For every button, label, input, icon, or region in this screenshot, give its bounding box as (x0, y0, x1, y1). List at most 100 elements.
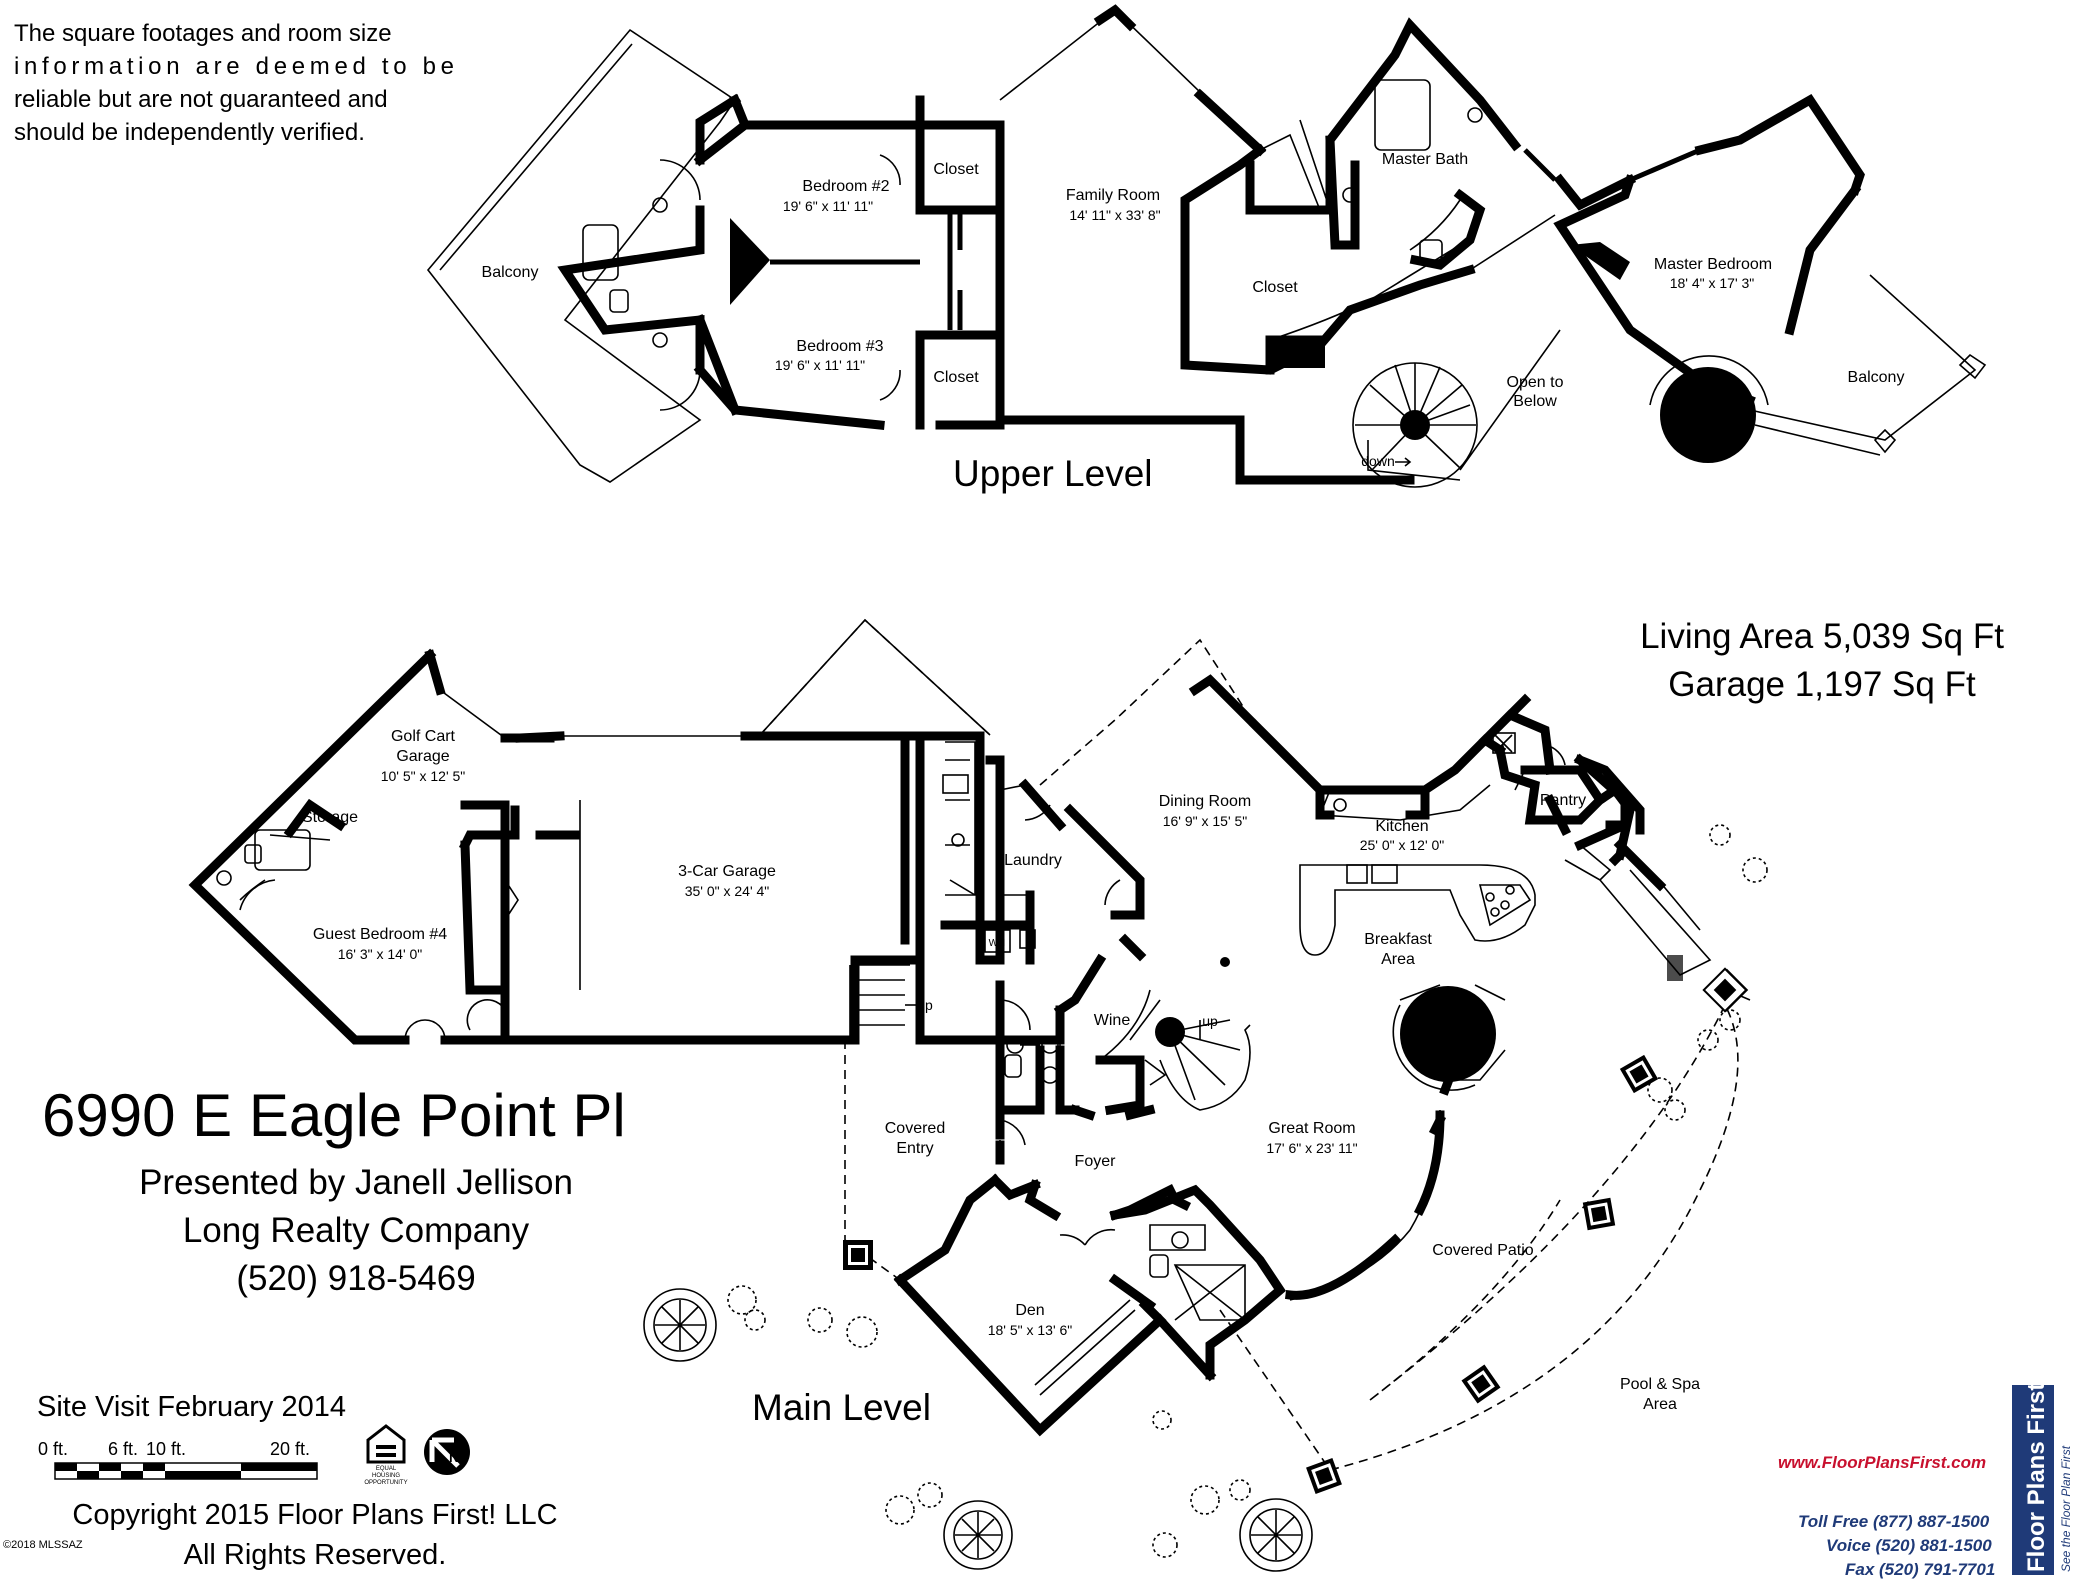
master-bedroom-round-column (1660, 367, 1756, 463)
equal-housing-text: OPPORTUNITY (364, 1480, 407, 1486)
room-label-pool-spa-area: Area (1643, 1396, 1677, 1413)
disclaimer-line: should be independently verified. (14, 119, 365, 146)
disclaimer-line: information are deemed to be (14, 53, 454, 80)
site-visit-date: Site Visit February 2014 (37, 1391, 346, 1423)
room-dims-3-car-garage: 35' 0" x 24' 4" (685, 883, 770, 899)
room-label-golf-cart-garage: Garage (396, 748, 449, 765)
room-label-master-bath: Master Bath (1382, 151, 1468, 168)
room-label-covered-entry: Entry (896, 1140, 933, 1157)
equal-housing-text: EQUAL (376, 1466, 397, 1472)
room-dims-family-room: 14' 11" x 33' 8" (1069, 207, 1160, 223)
room-label-closet: Closet (1252, 279, 1298, 296)
upper-balcony-left (426, 28, 737, 483)
property-address: 6990 E Eagle Point Pl (42, 1082, 626, 1149)
garage-walls (850, 731, 1005, 1045)
spiral-stair-upper (1352, 362, 1478, 488)
room-label-breakfast-area: Breakfast (1364, 931, 1432, 948)
room-label-master-bedroom: Master Bedroom (1654, 256, 1772, 273)
room-label-balcony: Balcony (482, 264, 539, 281)
covered-patio-outline (1219, 1004, 1726, 1471)
scale-label: 20 ft. (270, 1439, 310, 1459)
scale-label: 10 ft. (146, 1439, 186, 1459)
scale-label: 0 ft. (38, 1439, 68, 1459)
brand-phone: Fax (520) 791-7701 (1845, 1560, 1995, 1579)
upper-balcony-right (1749, 274, 1987, 456)
room-label-balcony: Balcony (1848, 369, 1905, 386)
brand-logo-bar (2012, 1385, 2054, 1575)
laundry-walls (915, 731, 1035, 1045)
brand-url: www.FloorPlansFirst.com (1778, 1453, 1986, 1472)
level-title-upper: Upper Level (953, 453, 1153, 494)
brand-phone: Voice (520) 881-1500 (1826, 1536, 1992, 1555)
room-label-closet: Closet (933, 369, 979, 386)
landscaping (643, 824, 1768, 1572)
disclaimer-text: The square footages and room size inform… (14, 20, 454, 146)
equal-housing-text: HOUSING (372, 1473, 400, 1479)
den-walls (893, 1105, 1217, 1437)
room-label-3-car-garage: 3-Car Garage (678, 863, 776, 880)
room-label-golf-cart-garage: Golf Cart (391, 728, 456, 745)
scale-bar: 0 ft. 6 ft. 10 ft. 20 ft. (38, 1439, 318, 1480)
room-dims-master-bedroom: 18' 4" x 17' 3" (1670, 275, 1755, 291)
room-label-guest-bedroom: Guest Bedroom #4 (313, 926, 447, 943)
room-label-pool-spa-area: Pool & Spa (1620, 1376, 1700, 1393)
room-label-storage: Storage (302, 809, 358, 826)
stair-down-label: down (1361, 453, 1394, 469)
room-dims-kitchen: 25' 0" x 12' 0" (1360, 837, 1445, 853)
great-room-round-column (1400, 986, 1496, 1082)
north-arrow-icon: N (424, 1429, 470, 1475)
presenter-company: Long Realty Company (183, 1211, 530, 1250)
brand-logo-name: Floor Plans First! (2023, 1375, 2050, 1572)
room-label-great-room: Great Room (1268, 1120, 1355, 1137)
pantry-walls (1574, 754, 1667, 892)
main-level-plan: up WH (188, 618, 1768, 1572)
room-label-foyer: Foyer (1075, 1153, 1117, 1170)
room-label-breakfast-area: Area (1381, 951, 1415, 968)
stair-up-label: up (917, 997, 933, 1013)
guest-wing-walls (188, 648, 985, 1045)
room-dims-dining-room: 16' 9" x 15' 5" (1163, 813, 1248, 829)
scale-label: 6 ft. (108, 1439, 138, 1459)
dining-walls (995, 674, 1635, 1045)
room-label-open-to-below: Open to (1507, 374, 1564, 391)
upper-level-plan: down Balcony Bedroom #2 19' 6" x 11' 11"… (426, 4, 1987, 494)
room-dims-den: 18' 5" x 13' 6" (988, 1322, 1073, 1338)
room-dims-guest-bedroom: 16' 3" x 14' 0" (338, 946, 423, 962)
brand-block: www.FloorPlansFirst.com Toll Free (877) … (1778, 1375, 2073, 1579)
room-label-kitchen: Kitchen (1375, 818, 1428, 835)
room-label-pantry: Pantry (1540, 792, 1586, 809)
copyright-line: All Rights Reserved. (184, 1539, 447, 1571)
room-label-closet: Closet (933, 161, 979, 178)
brand-phone: Toll Free (877) 887-1500 (1798, 1512, 1990, 1531)
room-label-den: Den (1015, 1302, 1044, 1319)
room-dims-bedroom3: 19' 6" x 11' 11" (775, 357, 865, 373)
level-title-main: Main Level (752, 1387, 931, 1428)
room-label-bedroom3: Bedroom #3 (796, 338, 883, 355)
room-label-covered-entry: Covered (885, 1120, 945, 1137)
equal-housing-logo: EQUAL HOUSING OPPORTUNITY (364, 1424, 408, 1486)
room-label-bedroom2: Bedroom #2 (802, 178, 889, 195)
family-room-walls (995, 120, 1415, 485)
garage-area-total: Garage 1,197 Sq Ft (1668, 665, 1976, 704)
copyright-line: Copyright 2015 Floor Plans First! LLC (72, 1499, 557, 1531)
mls-watermark: ©2018 MLSSAZ (3, 1539, 83, 1551)
room-label-dining-room: Dining Room (1159, 793, 1251, 810)
room-label-open-to-below: Below (1513, 393, 1557, 410)
room-dims-golf-cart-garage: 10' 5" x 12' 5" (381, 768, 466, 784)
room-label-wine: Wine (1094, 1012, 1131, 1029)
room-dims-great-room: 17' 6" x 23' 11" (1266, 1140, 1357, 1156)
room-label-family-room: Family Room (1066, 187, 1160, 204)
north-label: N (449, 1449, 459, 1465)
room-label-covered-patio: Covered Patio (1432, 1242, 1533, 1259)
brand-tagline: See the Floor Plan First (2059, 1445, 2073, 1572)
room-label-laundry: Laundry (1004, 852, 1062, 869)
bedroom-fireplace (730, 218, 770, 305)
disclaimer-line: The square footages and room size (14, 20, 392, 47)
presenter-name: Presented by Janell Jellison (139, 1163, 573, 1202)
living-area-total: Living Area 5,039 Sq Ft (1640, 617, 2004, 656)
presenter-phone: (520) 918-5469 (236, 1259, 475, 1298)
stair-up-label: up (1202, 1013, 1218, 1029)
room-dims-bedroom2: 19' 6" x 11' 11" (783, 198, 873, 214)
disclaimer-line: reliable but are not guaranteed and (14, 86, 388, 113)
